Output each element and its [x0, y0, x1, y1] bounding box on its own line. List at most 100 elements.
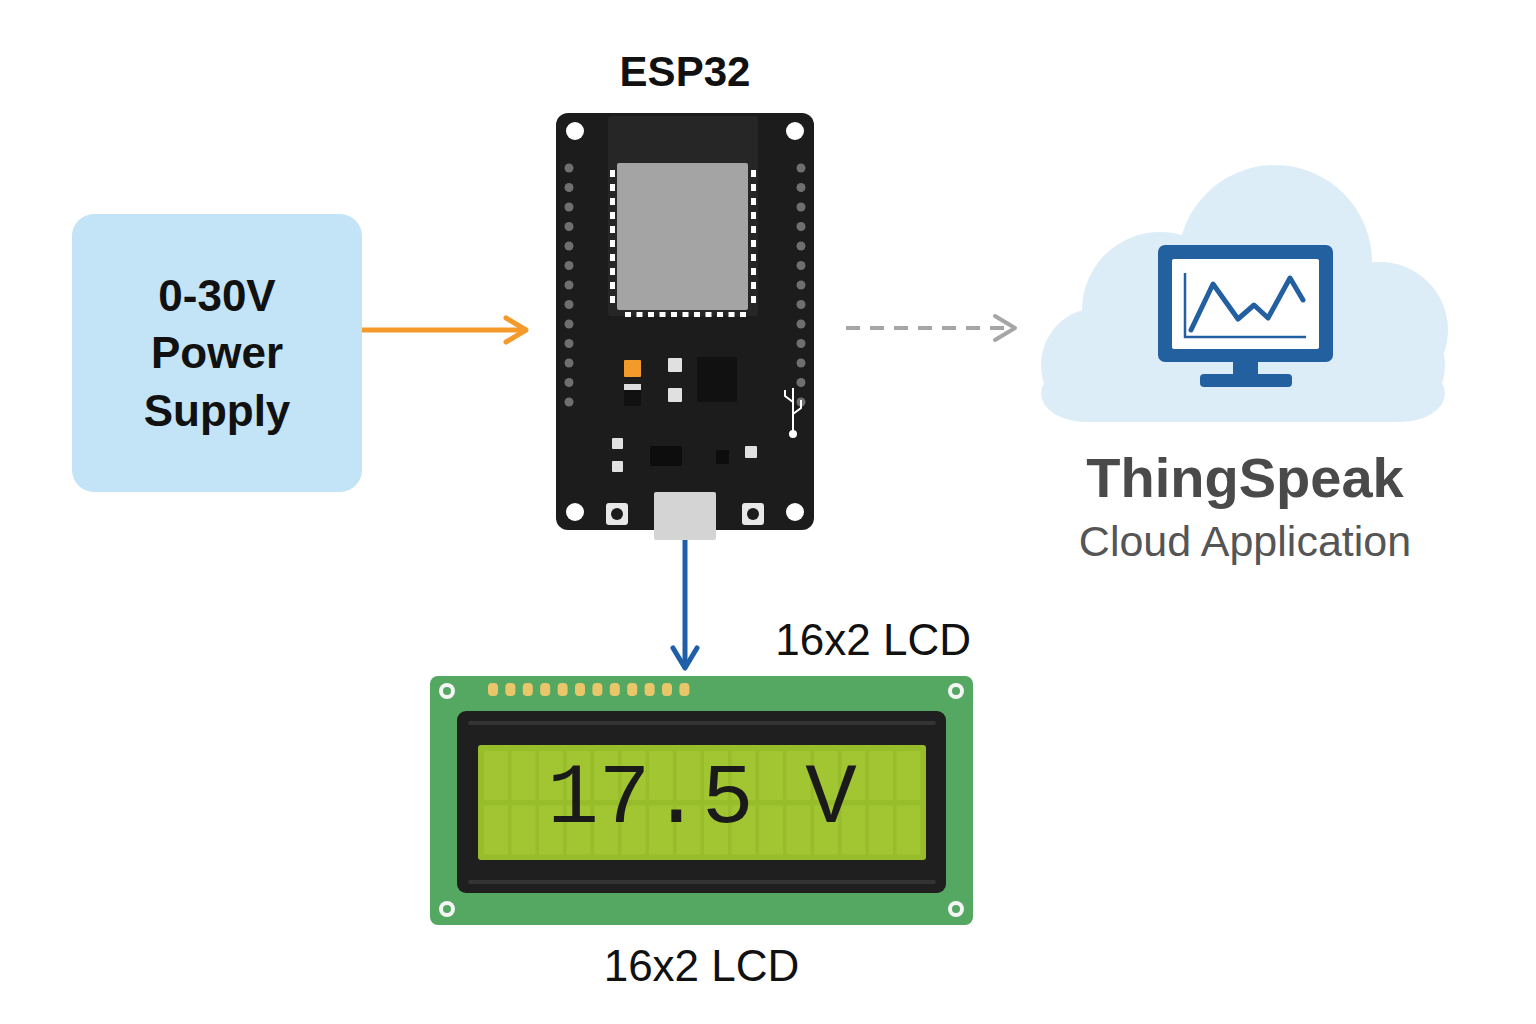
module-pad: [610, 212, 615, 219]
module-pad: [660, 312, 666, 317]
header-pin: [565, 183, 574, 192]
lcd-pin: [558, 683, 568, 696]
mounting-hole-center: [952, 905, 960, 913]
smd-component: [716, 450, 729, 464]
mounting-hole: [566, 503, 584, 521]
mounting-hole: [948, 683, 964, 699]
module-pad: [706, 312, 712, 317]
usb-connector: [654, 492, 716, 540]
module-pad: [751, 240, 756, 247]
mounting-hole: [566, 122, 584, 140]
smd-component: [745, 446, 757, 458]
board-title: ESP32: [516, 47, 854, 97]
lcd-caption: 16x2 LCD: [430, 940, 973, 993]
lcd-pin: [679, 683, 689, 696]
module-pad: [751, 296, 756, 303]
mounting-hole: [948, 901, 964, 917]
module-pad: [683, 312, 689, 317]
usb-chip: [697, 357, 737, 402]
lcd-cell: [512, 806, 536, 855]
module-pad: [751, 212, 756, 219]
led-component: [624, 360, 641, 377]
diode-component: [624, 384, 641, 390]
header-pin: [797, 320, 806, 329]
mounting-hole: [786, 122, 804, 140]
lcd-pin: [627, 683, 637, 696]
lcd-screen: [478, 745, 926, 860]
module-shield: [617, 163, 748, 310]
lcd-cell: [897, 751, 921, 800]
lcd-module: 16x2 LCD17.5 V16x2 LCD: [430, 676, 973, 925]
connector-arrow: [683, 540, 688, 668]
bezel-highlight: [468, 880, 936, 884]
button-cap: [747, 508, 759, 520]
usb-symbol-dot: [789, 430, 797, 438]
lcd-pin: [523, 683, 533, 696]
connector-arrow: [362, 328, 526, 333]
header-pin: [565, 261, 574, 270]
cloud-node: ThingSpeakCloud Application: [1035, 165, 1455, 575]
module-pad: [610, 184, 615, 191]
lcd-pcb: [430, 676, 973, 925]
mounting-hole: [439, 683, 455, 699]
lcd-reading: 17.5 V: [478, 756, 926, 842]
header-pin: [565, 359, 574, 368]
header-pin: [797, 359, 806, 368]
mounting-hole-center: [443, 905, 451, 913]
connector-arrow: [846, 326, 1015, 330]
header-pin: [565, 300, 574, 309]
button-cap: [611, 508, 623, 520]
smd-component: [612, 438, 623, 449]
board-group: [556, 113, 814, 540]
chart-axis: [1185, 273, 1306, 337]
cloud-subtitle: Cloud Application: [1015, 516, 1475, 568]
header-pin: [797, 339, 806, 348]
header-pin: [565, 203, 574, 212]
lcd-pin: [662, 683, 672, 696]
module-pad: [610, 170, 615, 177]
header-pin: [797, 261, 806, 270]
board-illustration: [556, 113, 814, 530]
lcd-pin: [540, 683, 550, 696]
header-pin: [565, 320, 574, 329]
chart-line: [1191, 278, 1303, 330]
lcd-cell: [484, 751, 508, 800]
module-pad: [717, 312, 723, 317]
cloud-illustration: [1035, 165, 1455, 575]
lcd-cell: [869, 806, 893, 855]
module-pad: [610, 254, 615, 261]
cloud-title: ThingSpeak: [1015, 444, 1475, 511]
lcd-bezel: [457, 711, 946, 893]
module-pad: [610, 198, 615, 205]
lcd-pin: [610, 683, 620, 696]
smd-component: [668, 358, 682, 372]
header-pin: [797, 281, 806, 290]
cloud-group: [1041, 165, 1448, 422]
header-pin: [797, 183, 806, 192]
esp32-board: ESP32: [556, 113, 814, 530]
mounting-hole-center: [443, 687, 451, 695]
module-pad: [610, 282, 615, 289]
smd-component: [612, 461, 623, 472]
header-pin: [565, 164, 574, 173]
pcb-body: [556, 113, 814, 530]
mounting-hole: [786, 503, 804, 521]
header-pin: [565, 281, 574, 290]
module-pad: [740, 312, 746, 317]
module-pad: [648, 312, 654, 317]
module-pad: [610, 240, 615, 247]
header-pin: [565, 242, 574, 251]
header-pin: [797, 203, 806, 212]
header-pin: [565, 222, 574, 231]
header-pin: [797, 242, 806, 251]
diode-component: [624, 390, 641, 406]
lcd-pin: [488, 683, 498, 696]
lcd-cell: [869, 751, 893, 800]
monitor-base: [1200, 374, 1292, 387]
bezel-highlight: [468, 721, 936, 725]
module-pad: [729, 312, 735, 317]
module-pad: [751, 226, 756, 233]
module-pad: [751, 170, 756, 177]
module-pad: [751, 282, 756, 289]
